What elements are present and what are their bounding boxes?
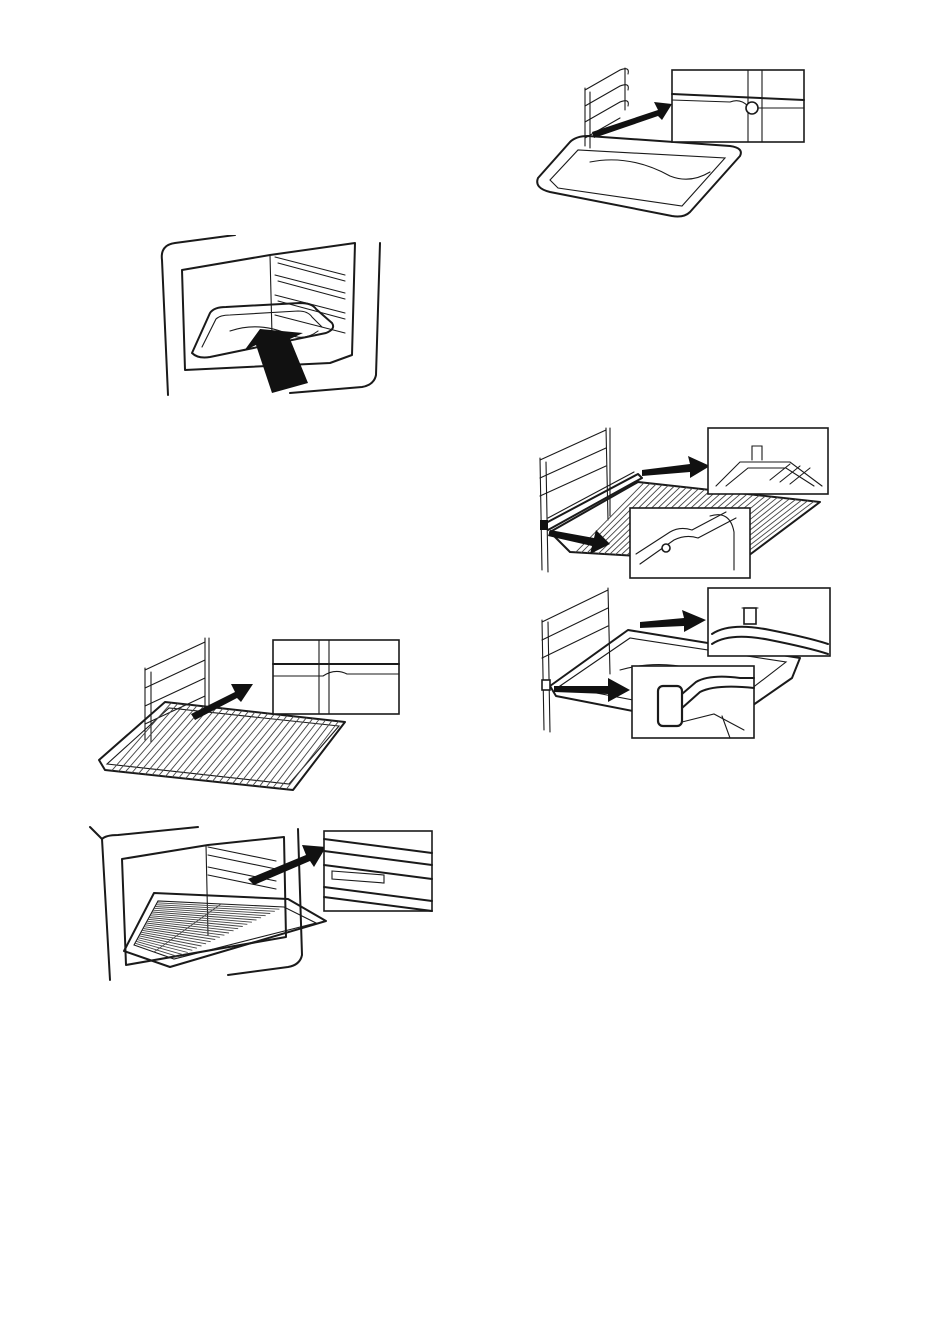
fig-wire-rack-rail-detail: [95, 630, 405, 795]
telescopic-tray-detail-drawing: [530, 582, 835, 742]
wire-rack-rail-detail-drawing: [95, 630, 405, 795]
arrow-icon: [191, 684, 253, 720]
fig-tray-rail-detail: [530, 60, 810, 220]
runner-end-icon: [542, 680, 550, 690]
tray-rail-inset: [672, 70, 804, 142]
fig-wire-rack-in-oven: [88, 825, 438, 985]
fig-telescopic-tray-detail: [530, 582, 835, 742]
wire-rack-in-oven-drawing: [88, 825, 438, 985]
telescopic-tray-inset-upper: [708, 588, 830, 656]
fig-tray-insert-oven: [140, 235, 390, 400]
arrow-icon: [248, 845, 326, 885]
tray-insert-oven-drawing: [140, 235, 390, 400]
fig-telescopic-rack-detail: [530, 420, 835, 585]
tray-rail-detail-drawing: [530, 60, 810, 220]
runner-end-icon: [540, 520, 548, 530]
telescopic-rack-inset-upper: [708, 428, 828, 494]
telescopic-rack-detail-drawing: [530, 420, 835, 585]
arrow-icon: [592, 102, 672, 138]
telescopic-rack-inset-lower: [630, 508, 750, 578]
wire-rack-rail-inset: [273, 640, 399, 714]
